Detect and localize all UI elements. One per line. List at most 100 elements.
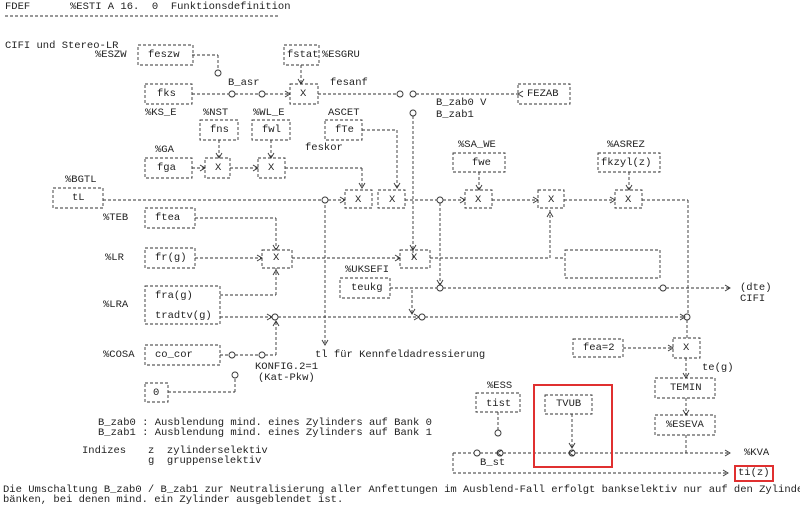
block-box xyxy=(517,83,571,105)
mult-x: X xyxy=(355,194,362,206)
arrow-head-icon xyxy=(724,449,731,457)
arrow-head-icon xyxy=(568,449,575,457)
junction-node xyxy=(418,313,426,321)
mult-x: X xyxy=(389,194,396,206)
junction-node xyxy=(409,90,417,98)
label-wl-e: %WL_E xyxy=(253,107,285,119)
junction-node xyxy=(436,284,444,292)
block-box xyxy=(654,414,716,436)
label-b-st: B_st xyxy=(480,457,506,469)
junction-node xyxy=(473,449,481,457)
block-feszw: feszw xyxy=(148,49,180,61)
arrow-head-icon xyxy=(394,254,401,262)
section-title: CIFI und Stereo-LR xyxy=(5,40,119,52)
mult-x: X xyxy=(268,162,275,174)
mult-x: X xyxy=(548,194,555,206)
block-box xyxy=(672,337,701,359)
label-teb: %TEB xyxy=(103,212,129,224)
block-fns: fns xyxy=(210,124,229,136)
arrow-head-icon xyxy=(722,469,729,477)
arrow-head-icon xyxy=(517,90,524,98)
arrow-head-icon xyxy=(215,152,223,159)
label-konfig: KONFIG.2=1 xyxy=(255,361,319,373)
highlight-ti-z xyxy=(734,465,774,482)
arrow-head-icon xyxy=(252,164,259,172)
junction-node xyxy=(258,90,266,98)
block-box xyxy=(144,382,169,403)
arrow-head-icon xyxy=(297,78,305,85)
legend-index-z: z zylinderselektiv xyxy=(148,445,268,457)
label-b-asr: B_asr xyxy=(228,77,260,89)
arrow-head-icon xyxy=(546,211,554,218)
arrow-head-icon xyxy=(266,313,273,321)
highlight-tvub xyxy=(533,384,613,468)
label-sa-we: %SA_WE xyxy=(458,139,496,151)
mult-x: X xyxy=(300,88,307,100)
block-ftea: ftea xyxy=(155,212,181,224)
block-zero: 0 xyxy=(153,387,160,399)
arrow-head-icon xyxy=(679,313,686,321)
mult-x: X xyxy=(625,194,632,206)
block-fra-g: fra(g) xyxy=(155,290,193,302)
footnote-line-2: bänken, bei denen mind. ein Zylinder aus… xyxy=(3,494,344,506)
block-fstat: fstat xyxy=(287,49,319,61)
block-tvub: TVUB xyxy=(556,398,582,410)
block-box xyxy=(144,285,221,325)
label-kat-pkw: (Kat-Pkw) xyxy=(258,372,315,384)
block-fea2: fea=2 xyxy=(583,342,615,354)
arrow-head-icon xyxy=(272,244,280,251)
block-fks: fks xyxy=(157,88,176,100)
block-fezab: FEZAB xyxy=(527,88,559,100)
mult-x: X xyxy=(475,194,482,206)
arrow-head-icon xyxy=(667,344,674,352)
arrow-head-icon xyxy=(475,184,483,191)
arrow-head-icon xyxy=(568,442,576,449)
block-fga: fga xyxy=(157,162,176,174)
block-tl: tL xyxy=(72,192,85,204)
junction-node xyxy=(271,313,279,321)
block-box xyxy=(399,249,431,269)
label-bgtl: %BGTL xyxy=(65,174,97,186)
arrow-head-icon xyxy=(682,409,690,416)
arrow-head-icon xyxy=(321,339,329,346)
arrow-head-icon xyxy=(436,279,444,286)
junction-node xyxy=(258,351,266,359)
label-b-zab0-v: B_zab0 V xyxy=(436,97,487,109)
label-uksefi: %UKSEFI xyxy=(345,264,390,276)
block-box xyxy=(564,249,661,279)
junction-node xyxy=(396,90,404,98)
label-ti-z: ti(z) xyxy=(738,467,770,479)
block-box xyxy=(464,189,493,209)
mult-x: X xyxy=(411,252,418,264)
block-box xyxy=(261,249,293,269)
arrow-head-icon xyxy=(408,308,416,315)
junction-node xyxy=(683,313,691,321)
doc-code: FDEF xyxy=(5,1,31,13)
block-box xyxy=(654,377,716,399)
arrow-head-icon xyxy=(256,254,263,262)
block-box xyxy=(537,189,565,209)
arrow-head-icon xyxy=(682,372,690,379)
arrow-head-icon xyxy=(272,320,280,327)
block-fte: fTe xyxy=(335,124,354,136)
junction-node xyxy=(436,196,444,204)
label-kva: %KVA xyxy=(744,447,770,459)
arrow-head-icon xyxy=(284,90,291,98)
arrow-head-icon xyxy=(625,184,633,191)
block-temin: TEMIN xyxy=(670,382,702,394)
arrow-head-icon xyxy=(272,269,280,276)
block-fwl: fwl xyxy=(262,124,281,136)
arrow-head-icon xyxy=(724,284,731,292)
block-box xyxy=(52,187,104,209)
block-fr-g: fr(g) xyxy=(155,252,187,264)
label-fesanf: fesanf xyxy=(330,77,368,89)
arrow-head-icon xyxy=(339,196,346,204)
junction-node xyxy=(214,69,222,77)
label-eszw: %ESZW xyxy=(95,49,127,61)
block-box xyxy=(572,338,624,358)
label-lr: %LR xyxy=(105,252,124,264)
block-box xyxy=(283,44,320,66)
arrow-head-icon xyxy=(393,182,401,189)
